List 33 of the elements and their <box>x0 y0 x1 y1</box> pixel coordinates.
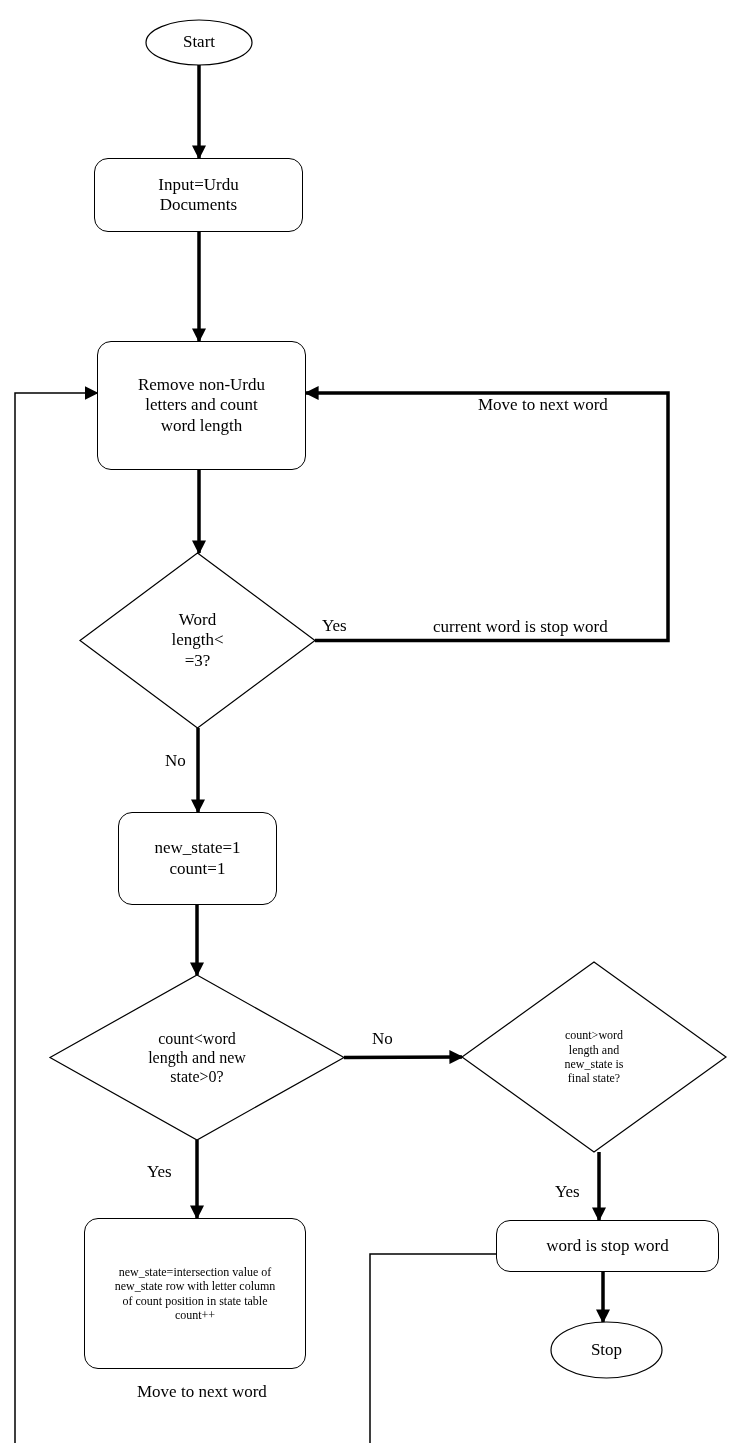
node-text: Input=Urdu Documents <box>157 174 240 216</box>
node-text: count>word length and new_state is final state? <box>563 1028 625 1086</box>
decision-diamond <box>50 975 344 1140</box>
decision-diamond <box>462 962 726 1152</box>
process-box <box>97 341 306 470</box>
node-text: Start <box>181 32 217 53</box>
arrow <box>592 1152 606 1222</box>
terminal-ellipse <box>551 1322 662 1378</box>
process-box <box>84 1218 306 1369</box>
process-box <box>118 812 277 905</box>
node-text: new_state=1 count=1 <box>153 838 242 879</box>
node-text: word is stop word <box>545 1235 670 1257</box>
arrow <box>14 386 99 1443</box>
arrow <box>191 728 205 814</box>
node-text: Word length< =3? <box>170 609 225 672</box>
arrow <box>304 386 670 643</box>
node-text: count<word length and new state>0? <box>147 1028 247 1087</box>
arrow <box>596 1272 610 1324</box>
node-text: Stop <box>589 1339 624 1361</box>
arrow <box>192 65 206 160</box>
process-box <box>94 158 303 232</box>
arrow <box>190 1140 204 1220</box>
arrow <box>192 470 206 555</box>
arrow <box>192 232 206 343</box>
process-box <box>496 1220 719 1272</box>
decision-diamond <box>80 553 315 728</box>
arrow <box>190 905 204 977</box>
arrow <box>344 1050 464 1065</box>
node-text: new_state=intersection value of new_state row with letter column of count position in state table count++ <box>113 1264 277 1323</box>
flow-note: current word is stop word <box>433 618 608 637</box>
node-text: Remove non-Urdu letters and count word length <box>137 374 266 437</box>
connector-line <box>369 1253 497 1443</box>
terminal-ellipse <box>146 20 252 65</box>
